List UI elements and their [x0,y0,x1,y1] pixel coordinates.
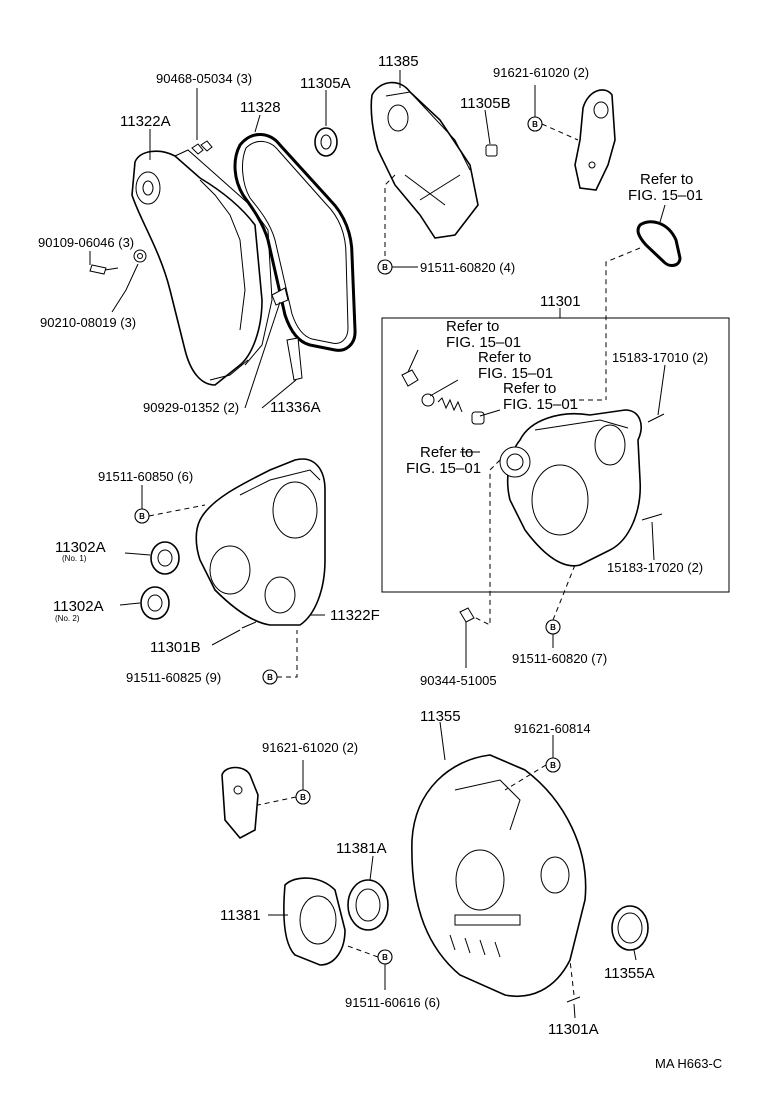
label-refer-d-1: Refer to [420,444,473,461]
label-refer-a-2: FIG. 15–01 [446,334,521,351]
label-11322A: 11322A [120,113,171,130]
bracket-91621-mid [221,766,259,840]
plunger-refer-c [471,411,485,425]
label-refer-top-2: FIG. 15–01 [628,187,703,204]
label-91621-mid: 91621-61020 (2) [262,740,358,755]
label-refer-c-1: Refer to [503,380,556,397]
label-11385: 11385 [378,53,419,70]
seal-11381A [347,879,389,931]
label-11381: 11381 [220,907,261,924]
label-91511-60820-4: 91511-60820 (4) [420,260,515,275]
label-90929: 90929-01352 (2) [143,400,239,415]
diagram-code: MA H663-C [655,1056,722,1071]
label-11322F: 11322F [330,607,380,624]
label-90210: 90210-08019 (3) [40,315,136,330]
bolt-marker-B: B [532,120,538,129]
seal-11302A-no2 [140,586,170,620]
label-11355A: 11355A [604,965,655,982]
cover-11355A [611,905,649,951]
clip-90929 [271,287,289,306]
label-refer-b-2: FIG. 15–01 [478,365,553,382]
label-11301A: 11301A [548,1021,599,1038]
bracket-91621-top [574,89,616,191]
label-15183-17020: 15183-17020 (2) [607,560,703,575]
label-11328: 11328 [240,99,281,116]
timing-cover-11322A [131,149,273,386]
label-90468: 90468-05034 (3) [156,71,252,86]
gasket-ring [636,220,682,267]
spring-refer-b [437,397,463,413]
label-90109: 90109-06046 (3) [38,235,134,250]
label-refer-d-2: FIG. 15–01 [406,460,481,477]
retainer-11381 [283,877,346,966]
label-11305B: 11305B [460,95,511,112]
label-91511-60820-7: 91511-60820 (7) [512,651,607,666]
timing-cover-11322F [195,458,326,626]
plate-11336A [286,337,303,381]
bolt-90109 [89,264,119,275]
pin-11301A [566,996,581,1003]
pin-15183-17020 [641,513,663,521]
timing-cover-11301 [499,409,642,567]
plug-refer-a [401,369,419,387]
bolt-marker-B: B [550,761,556,770]
label-91621-top: 91621-61020 (2) [493,65,589,80]
label-11336A: 11336A [270,399,321,416]
label-91511-60616: 91511-60616 (6) [345,995,440,1010]
pin-11301B [241,621,257,629]
label-11302A-no2-sub: (No. 2) [55,614,80,623]
valve-refer-b [421,393,435,407]
bolt-marker-B: B [550,623,556,632]
label-15183-17010: 15183-17010 (2) [612,350,708,365]
bolt-marker-B: B [139,512,145,521]
bolt-90344 [459,607,475,623]
bolt-marker-B: B [382,953,388,962]
cover-11385 [370,81,479,239]
label-91511-60850: 91511-60850 (6) [98,469,193,484]
label-11302A-no1-sub: (No. 1) [62,554,87,563]
assembly-box-11301 [381,317,730,593]
label-11302A-no2: 11302A [53,598,104,615]
end-plate-11355 [411,754,587,997]
gasket-11328 [233,133,357,352]
label-refer-a-1: Refer to [446,318,499,335]
clip-90468 [191,140,213,155]
plug-11305B [485,144,498,157]
label-91511-60825: 91511-60825 (9) [126,670,221,685]
label-11381A: 11381A [336,840,387,857]
label-90344: 90344-51005 [420,673,497,688]
label-11355: 11355 [420,708,461,725]
bolt-marker-B: B [267,673,273,682]
label-11301B: 11301B [150,639,201,656]
label-refer-c-2: FIG. 15–01 [503,396,578,413]
label-11301: 11301 [540,293,581,310]
pin-15183-17010 [647,413,665,423]
seal-11302A-no1 [150,541,180,575]
label-11305A: 11305A [300,75,351,92]
bolt-marker-B: B [382,263,388,272]
label-91621-60814: 91621-60814 [514,721,591,736]
bolt-marker-B: B [300,793,306,802]
washer-90210 [133,249,147,263]
label-refer-b-1: Refer to [478,349,531,366]
seal-11305A [314,127,338,157]
label-11302A-no1: 11302A [55,539,106,556]
label-refer-top-1: Refer to [640,171,693,188]
